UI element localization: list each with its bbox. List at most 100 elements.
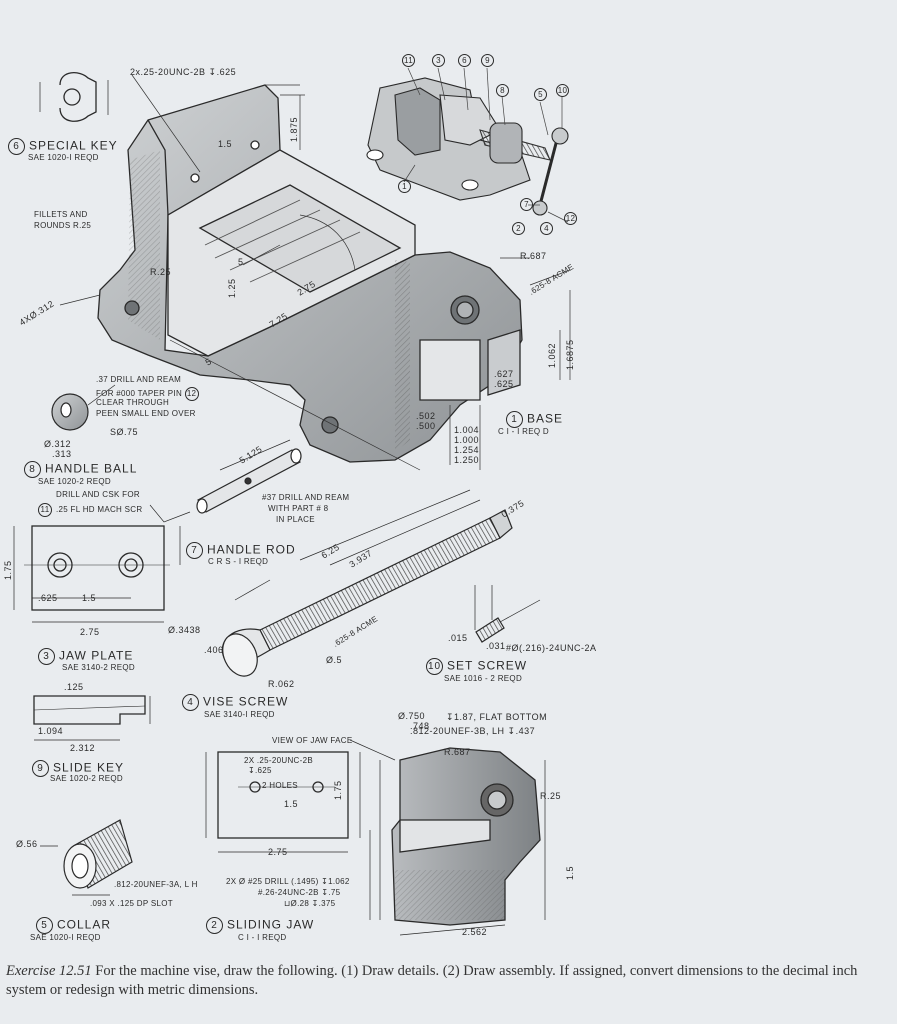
- dim-1-004: 1.004: [454, 425, 480, 435]
- note-bore-dia: Ø.750: [398, 711, 426, 721]
- note-rod-drill-2: WITH PART # 8: [268, 504, 329, 513]
- part-8-spec: SAE 1020-2 REQD: [38, 477, 111, 486]
- special-key-drawing: [39, 72, 109, 122]
- note-ball-dia: Ø.312: [44, 439, 72, 449]
- note-r687: R.687: [520, 251, 547, 261]
- jaw-face-view-drawing: [205, 739, 396, 853]
- dim-3438: Ø.3438: [168, 625, 201, 635]
- assembly-balloon: 2: [512, 222, 529, 235]
- note-sj-tap: #.26-24UNC-2B ↧.75: [258, 888, 341, 897]
- note-ball-dia-2: .313: [52, 449, 72, 459]
- dim-05: Ø.5: [326, 655, 343, 665]
- dim-1-094: 1.094: [38, 726, 64, 736]
- dim-1-5-jaw: 1.5: [284, 799, 299, 809]
- assembly-balloon: 9: [481, 54, 498, 67]
- dim-015: .015: [448, 633, 468, 643]
- note-r687b: R.687: [444, 747, 471, 757]
- jaw-plate-drawing: [13, 504, 191, 623]
- dim-1-875: 1.875: [289, 116, 299, 142]
- dim-1-250: 1.250: [454, 455, 480, 465]
- dim-627: .627: [494, 369, 514, 379]
- set-screw-drawing: [474, 585, 541, 643]
- note-r25b: R.25: [540, 791, 562, 801]
- note-peen: PEEN SMALL END OVER: [96, 409, 196, 418]
- assembly-balloon: 1: [398, 180, 415, 193]
- exercise-text: For the machine vise, draw the following…: [6, 963, 858, 998]
- note-collar-thread: .812-20UNEF-3A, L H: [114, 880, 198, 889]
- note-sj-drill: 2X Ø #25 DRILL (.1495) ↧1.062: [226, 877, 350, 886]
- dim-406: .406: [204, 645, 224, 655]
- part-4-spec: SAE 3140-I REQD: [204, 710, 275, 719]
- assembly-balloon: 11: [402, 54, 419, 67]
- assembly-balloon: 8: [496, 84, 513, 97]
- note-r062: R.062: [268, 679, 295, 689]
- base-part-drawing: [97, 84, 523, 463]
- assembly-balloon: 5: [534, 88, 551, 101]
- note-sphere-dia: SØ.75: [110, 427, 139, 437]
- dim-502: .502: [416, 411, 436, 421]
- exercise-caption: Exercise 12.51 For the machine vise, dra…: [6, 962, 891, 1000]
- note-bore-dia-2: .748: [410, 721, 430, 731]
- note-bore-thread: .812-20UNEF-3B, LH ↧.437: [410, 726, 536, 736]
- dim-1-5: 1.5: [82, 593, 97, 603]
- assembly-balloon: 12: [564, 212, 577, 225]
- assembly-balloon: 6: [458, 54, 475, 67]
- note-jaw-holes-depth: ↧.625: [248, 766, 272, 775]
- handle-ball-drawing: [51, 384, 116, 431]
- assembly-balloon: 10: [556, 84, 569, 97]
- dim-5-base: 5: [238, 257, 244, 267]
- note-top-thread: 2x.25-20UNC-2B ↧.625: [130, 67, 237, 77]
- part-7-spec: C R S - I REQD: [208, 557, 269, 566]
- note-fillets: FILLETS AND: [34, 210, 88, 219]
- note-rod-drill-3: IN PLACE: [276, 515, 315, 524]
- dim-625-base: .625: [494, 379, 514, 389]
- assembly-balloon: 3: [432, 54, 449, 67]
- dim-1-5-sj: 1.5: [565, 865, 575, 880]
- dim-2-75-jaw: 2.75: [268, 847, 288, 857]
- note-jaw-holes: 2X .25-20UNC-2B: [244, 756, 313, 765]
- dim-2-75-plate: 2.75: [80, 627, 100, 637]
- part-2-spec: C I - I REQD: [238, 933, 287, 942]
- dim-500: .500: [416, 421, 436, 431]
- part-3-spec: SAE 3140-2 REQD: [62, 663, 135, 672]
- note-taper-pin: FOR #000 TAPER PIN 12: [96, 387, 203, 401]
- dim-031: .031: [486, 641, 506, 651]
- slide-key-drawing: [33, 695, 151, 741]
- note-drill-ream: .37 DRILL AND REAM: [96, 375, 182, 384]
- note-r25: R.25: [150, 267, 172, 277]
- assembly-balloon: 4: [540, 222, 557, 235]
- note-drill-csk: DRILL AND CSK FOR: [56, 490, 140, 499]
- dim-1-254: 1.254: [454, 445, 480, 455]
- dim-1-75-jaw: 1.75: [333, 780, 343, 800]
- part-1-spec: C I - I REQ D: [498, 427, 550, 436]
- dim-2-312: 2.312: [70, 743, 96, 753]
- dim-056: Ø.56: [16, 839, 38, 849]
- part-5-spec: SAE 1020-I REQD: [30, 933, 101, 942]
- note-view-jaw-face: VIEW OF JAW FACE: [272, 736, 353, 745]
- assembly-balloon: 7: [520, 198, 537, 211]
- note-mach-screw: 11.25 FL HD MACH SCR: [38, 503, 142, 517]
- handle-rod-drawing: [196, 439, 302, 514]
- note-fillets-2: ROUNDS R.25: [34, 221, 92, 230]
- note-setscrew-thread: #Ø(.216)-24UNC-2A: [506, 643, 597, 653]
- sliding-jaw-drawing: [369, 747, 546, 936]
- vise-screw-drawing: [221, 489, 513, 677]
- collar-drawing: [40, 819, 133, 896]
- dim-1-75: 1.75: [3, 560, 13, 580]
- note-clear-through: CLEAR THROUGH: [96, 398, 170, 407]
- dim-1-000: 1.000: [454, 435, 480, 445]
- note-sj-cbore: ⊔Ø.28 ↧.375: [284, 899, 336, 908]
- dim-125: .125: [64, 682, 84, 692]
- part-6-spec: SAE 1020-I REQD: [28, 153, 99, 162]
- note-rod-drill: #37 DRILL AND REAM: [262, 493, 350, 502]
